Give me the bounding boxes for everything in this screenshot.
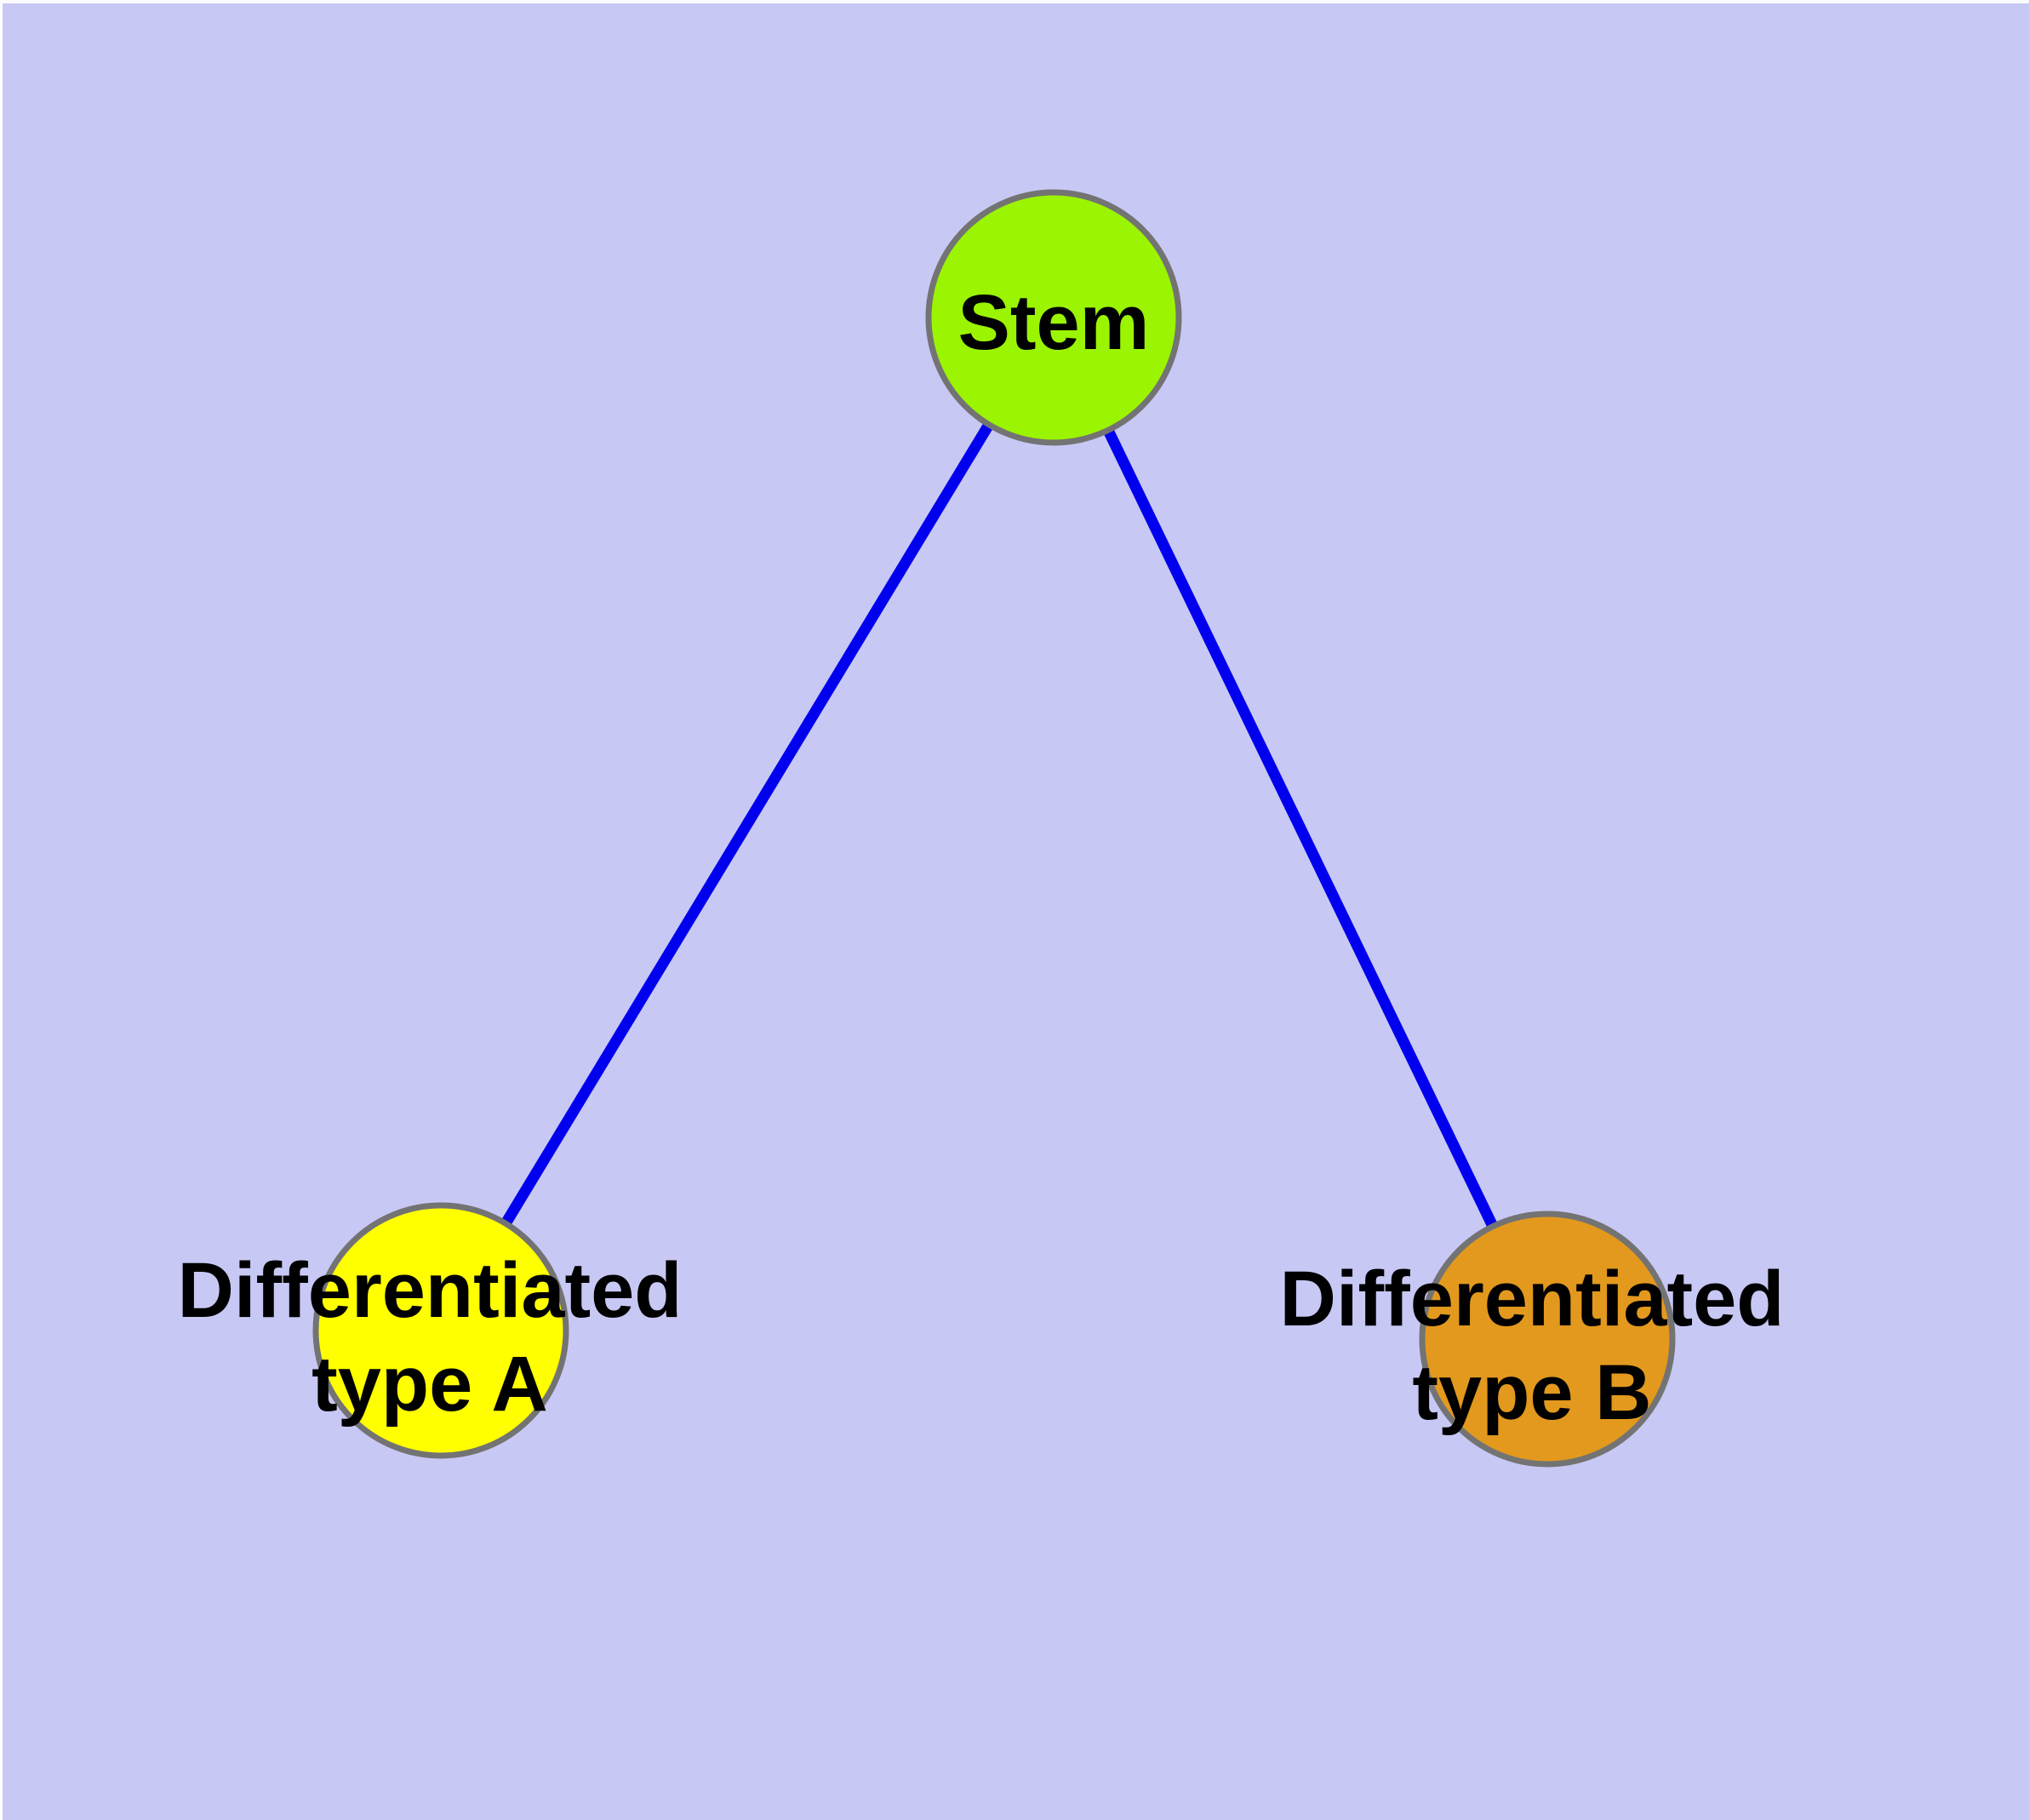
node-type-a-label-line2: type A <box>311 1341 548 1428</box>
node-stem <box>925 189 1182 446</box>
top-margin-strip <box>0 0 2029 3</box>
node-type-a <box>312 1202 569 1459</box>
node-stem-label: Stem <box>958 279 1150 366</box>
edge-stem-to-type-b <box>1049 315 1552 1342</box>
node-type-a-label-line1: Differentiated <box>178 1247 683 1334</box>
left-margin-strip <box>0 0 3 1820</box>
edge-stem-to-type-a <box>436 314 1059 1334</box>
node-type-b-label-line1: Differentiated <box>1280 1256 1785 1342</box>
node-type-b <box>1419 1210 1676 1468</box>
node-type-b-label-line2: type B <box>1412 1349 1651 1436</box>
